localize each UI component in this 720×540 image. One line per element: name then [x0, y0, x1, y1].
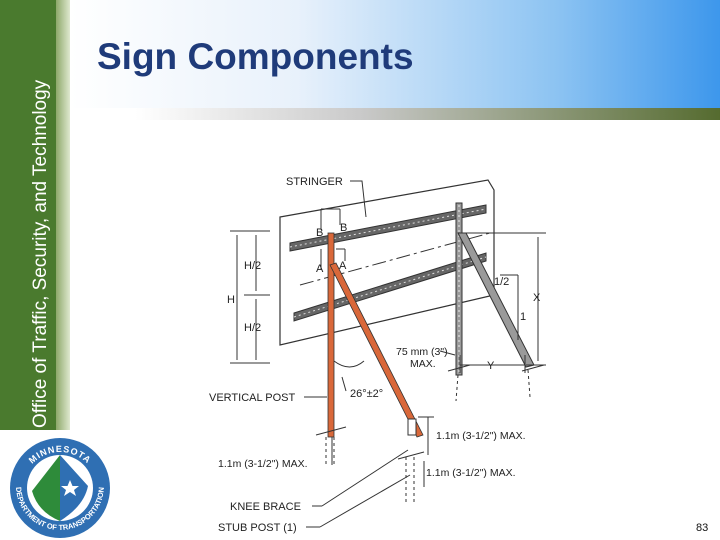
- label-h-half-top: H/2: [244, 260, 261, 272]
- x-dimension: [462, 232, 546, 366]
- section-markers: [320, 208, 346, 269]
- header-divider: [70, 108, 720, 120]
- label-stub-post: STUB POST (1): [218, 522, 297, 534]
- label-knee-brace: KNEE BRACE: [230, 501, 301, 513]
- page-number: 83: [696, 522, 709, 534]
- label-a-left: A: [316, 263, 324, 275]
- label-x: X: [533, 292, 541, 304]
- stub-post: [315, 418, 425, 503]
- label-stringer: STRINGER: [286, 176, 343, 188]
- label-half: 1/2: [494, 276, 509, 288]
- header-banner: [70, 0, 720, 108]
- y-dimension: [439, 350, 526, 373]
- label-max-right-2: 1.1m (3-1/2") MAX.: [426, 467, 516, 479]
- label-h-half-bottom: H/2: [244, 322, 261, 334]
- sidebar-edge: [56, 0, 70, 430]
- stringer-upper: [289, 204, 487, 252]
- label-b-left: B: [316, 227, 323, 239]
- rear-vertical-post: [455, 202, 463, 376]
- page-title: Sign Components: [97, 36, 414, 77]
- label-max-left: 1.1m (3-1/2") MAX.: [218, 458, 308, 470]
- knee-brace: [329, 262, 424, 438]
- max-dimension-lines: [331, 416, 434, 487]
- label-vertical-post: VERTICAL POST: [209, 392, 295, 404]
- label-a-right: A: [339, 260, 347, 272]
- sidebar-bar: [0, 0, 56, 430]
- label-h: H: [227, 294, 235, 306]
- sign-components-diagram: H/2 H H/2 B B A A STRINGER 1/2 1 X 75 mm…: [209, 176, 546, 534]
- sidebar-title: Office of Traffic, Security, and Technol…: [30, 79, 51, 428]
- label-b-right: B: [340, 222, 347, 234]
- stringer-lower: [293, 252, 487, 322]
- label-75mm-max: MAX.: [410, 358, 436, 370]
- sidebar: Office of Traffic, Security, and Technol…: [0, 0, 70, 540]
- angle-arc: [333, 360, 365, 368]
- label-75mm: 75 mm (3"): [396, 346, 448, 358]
- label-max-right-1: 1.1m (3-1/2") MAX.: [436, 430, 526, 442]
- front-vertical-post: [327, 232, 335, 438]
- label-one: 1: [520, 311, 526, 323]
- mndot-seal-icon: MINNESOTA DEPARTMENT OF TRANSPORTATION: [10, 438, 110, 538]
- label-y: Y: [487, 360, 495, 372]
- label-angle: 26°±2°: [350, 388, 383, 400]
- h-dimension: [230, 230, 270, 364]
